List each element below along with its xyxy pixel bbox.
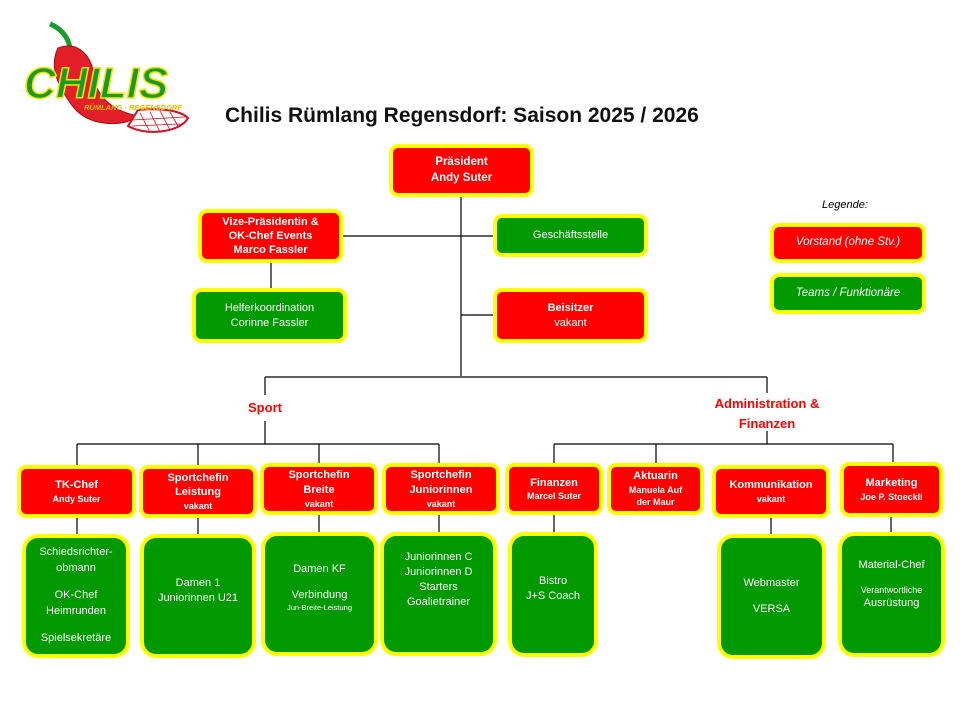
sportchefin-breite-role: Sportchefin [288,469,350,482]
helferkoordination-box: Helferkoordination Corinne Fassler [192,288,347,343]
team-line: Juniorinnen D [404,565,473,578]
section-admin-line1: Administration & [714,396,820,411]
marketing-role: Marketing [865,477,918,489]
tk-chef-teams-box: Schiedsrichter- obmann OK-Chef Heimrunde… [22,534,130,658]
vice-role-line2: OK-Chef Events [228,229,313,242]
team-line-small: Verantwortliche [860,584,923,595]
section-sport: Sport [248,400,282,415]
kommunikation-role: Kommunikation [729,479,813,491]
team-line-small: Jun-Breite-Leistung [286,602,353,612]
sportchefin-breite-name: vakant [304,498,334,509]
aktuarin-role: Aktuarin [633,470,678,483]
sportchefin-juniorinnen-name: vakant [426,498,456,509]
president-name: Andy Suter [430,171,493,184]
team-line: Verbindung [291,588,348,601]
finanzen-name: Marcel Suter [526,491,582,502]
section-administration-finanzen: Administration & Finanzen [692,394,842,433]
kommunikation-name: vakant [756,493,786,504]
breite-teams-box: Damen KF Verbindung Jun-Breite-Leistung [261,532,378,656]
sportchefin-juniorinnen-role: Sportchefin [410,469,472,482]
aktuarin-box: Aktuarin Manuela Auf der Maur [607,463,704,515]
finanzen-teams-box: Bistro J+S Coach [508,532,598,657]
team-line: Damen 1 [175,577,221,589]
beisitzer-box: Beisitzer vakant [493,288,648,343]
team-line: Webmaster [743,577,800,590]
team-line: VERSA [752,603,791,615]
geschaeftsstelle-box: Geschäftsstelle [493,214,648,257]
tk-chef-role: TK-Chef [55,479,98,491]
team-line: Damen KF [293,563,346,575]
aktuarin-name2: der Maur [636,497,675,508]
team-line: Bistro [538,575,568,587]
kommunikation-box: Kommunikation vakant [712,465,830,518]
vice-name: Marco Fassler [233,244,308,257]
team-line: Material-Chef [858,559,925,571]
legend-vorstand-label: Vorstand (ohne Stv.) [795,236,901,249]
svg-text:CHILIS: CHILIS [24,59,168,108]
team-line: Ausrüstung [863,596,920,609]
leistung-teams-box: Damen 1 Juniorinnen U21 [140,534,256,658]
sportchefin-juniorinnen-role2: Juniorinnen [409,483,473,496]
marketing-name: Joe P. Stoeckli [860,491,923,502]
legend-vorstand: Vorstand (ohne Stv.) [770,223,926,263]
team-line: obmann [56,562,96,575]
page-title: Chilis Rümlang Regensdorf: Saison 2025 /… [225,104,699,127]
helfer-role: Helferkoordination [224,301,315,314]
legend-teams: Teams / Funktionäre [770,273,926,314]
svg-text:RÜMLANG - REGENSDORF: RÜMLANG - REGENSDORF [84,103,182,112]
team-line: Starters [419,580,458,593]
juniorinnen-teams-box: Juniorinnen C Juniorinnen D Starters Goa… [380,532,497,656]
sportchefin-breite-role2: Breite [303,483,335,496]
team-line: J+S Coach [525,589,581,602]
helfer-name: Corinne Fassler [230,316,309,329]
team-line: Juniorinnen C [404,551,473,563]
sportchefin-breite-box: Sportchefin Breite vakant [260,463,378,515]
team-line: Schiedsrichter- [39,546,113,559]
geschaeftsstelle-label: Geschäftsstelle [532,229,609,242]
section-admin-line2: Finanzen [738,415,796,431]
finanzen-role: Finanzen [530,476,578,489]
legend-teams-label: Teams / Funktionäre [795,286,901,299]
sportchefin-leistung-role2: Leistung [175,486,221,499]
beisitzer-name: vakant [554,316,587,329]
sportchefin-leistung-box: Sportchefin Leistung vakant [139,465,257,518]
vice-role-line1: Vize-Präsidentin & [222,215,319,228]
kommunikation-teams-box: Webmaster VERSA [717,534,826,659]
team-line: Juniorinnen U21 [157,591,239,604]
beisitzer-role: Beisitzer [547,301,594,314]
team-line: Spielsekretäre [40,631,112,644]
aktuarin-name: Manuela Auf [628,485,683,496]
marketing-teams-box: Material-Chef Verantwortliche Ausrüstung [838,532,945,657]
team-line: Goalietrainer [407,595,470,608]
sportchefin-juniorinnen-box: Sportchefin Juniorinnen vakant [382,463,500,515]
president-role: Präsident [435,155,488,168]
chili-pepper-floorball-stick-icon: CHILIS RÜMLANG - REGENSDORF [23,21,190,133]
vice-president-box: Vize-Präsidentin & OK-Chef Events Marco … [198,209,343,263]
marketing-box: Marketing Joe P. Stoeckli [840,462,943,517]
tk-chef-name: Andy Suter [52,493,101,504]
legend-title: Legende: [822,199,868,211]
finanzen-box: Finanzen Marcel Suter [505,463,603,515]
sportchefin-leistung-name: vakant [183,501,213,512]
sportchefin-leistung-role: Sportchefin [167,471,229,484]
team-line: OK-Chef [54,589,98,602]
chilis-logo: CHILIS RÜMLANG - REGENSDORF [20,18,235,143]
president-box: Präsident Andy Suter [389,144,534,197]
team-line: Heimrunden [46,604,106,617]
tk-chef-box: TK-Chef Andy Suter [17,465,136,518]
